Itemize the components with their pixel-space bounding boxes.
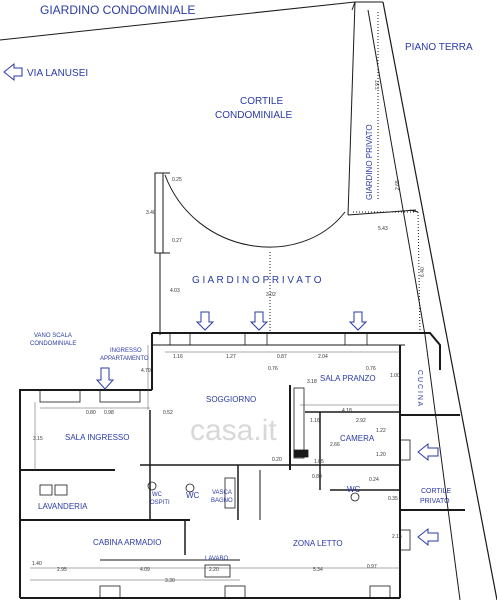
label-wc-2: WC <box>347 485 361 494</box>
dimension-label: 7.97 <box>375 80 381 90</box>
dimension-label: 1.22 <box>376 428 386 434</box>
dimension-label: 1.05 <box>314 459 324 465</box>
dimension-label: 1.16 <box>173 354 183 360</box>
dimension-label: 0.25 <box>172 177 182 183</box>
dimension-label: 0.52 <box>163 410 173 416</box>
label-dining: SALA PRANZO <box>320 374 376 383</box>
dimension-label: 4.79 <box>141 368 151 374</box>
label-entrance-2: APPARTAMENTO <box>100 356 149 362</box>
fixtures <box>39 387 360 578</box>
dimension-label: 4.18 <box>342 408 352 414</box>
dimension-label: 0.97 <box>367 564 377 570</box>
dimension-label: 2.04 <box>318 354 328 360</box>
label-living: SOGGIORNO <box>206 395 256 404</box>
label-kitchen: C U C I N A <box>416 370 423 407</box>
dimension-label: 2.66 <box>330 442 340 448</box>
dimension-label: 0.20 <box>272 457 282 463</box>
label-bathtub-1: VASCA <box>212 490 232 496</box>
dimension-label: 1.40 <box>32 561 42 567</box>
watermark: casa.it <box>190 414 277 447</box>
dimension-label: 2.20 <box>209 567 219 573</box>
dimension-label: 2.92 <box>356 418 366 424</box>
dimension-label: 0.80 <box>86 410 96 416</box>
dimension-label: 2.95 <box>57 567 67 573</box>
dimension-labels: 7.97 2.65 5.43 6.40 0.25 3.40 0.27 4.03 … <box>32 80 426 584</box>
label-wc-guest-2: OSPITI <box>150 500 170 506</box>
dimension-label: 3.40 <box>146 210 156 216</box>
labels: GIARDINO CONDOMINIALE PIANO TERRA VIA LA… <box>27 3 473 562</box>
arrow-down-icon <box>249 311 269 331</box>
arrow-left-icon <box>417 442 439 462</box>
dimension-label: 4.03 <box>170 288 180 294</box>
label-bedroom: CAMERA <box>340 434 375 443</box>
dimension-label: 3.18 <box>307 379 317 385</box>
dimension-label: 3.15 <box>33 436 43 442</box>
dimension-label: 0.76 <box>366 366 376 372</box>
label-courtyard-1: CORTILE <box>240 96 283 107</box>
arrow-down-icon <box>95 367 115 390</box>
windows <box>39 332 411 599</box>
dimension-label: 6.40 <box>420 267 426 277</box>
arrow-left-icon <box>3 62 23 82</box>
label-walk-in-closet: CABINA ARMADIO <box>93 538 161 547</box>
dimension-label: 0.76 <box>268 366 278 372</box>
label-street: VIA LANUSEI <box>27 68 88 79</box>
dimension-label: 5.34 <box>313 567 323 573</box>
dimension-label: 1.16 <box>310 418 320 424</box>
label-ground-floor: PIANO TERRA <box>405 42 473 53</box>
label-sleeping-area: ZONA LETTO <box>293 539 343 548</box>
dimension-label: 0.27 <box>172 238 182 244</box>
dimension-label: 0.98 <box>104 410 114 416</box>
label-sink: LAVABO <box>205 556 228 562</box>
dimension-label: 0.24 <box>369 477 379 483</box>
arrow-left-icon <box>417 527 439 547</box>
label-courtyard-private-1: CORTILE <box>421 488 452 495</box>
label-courtyard-private-2: PRIVATO <box>420 498 450 505</box>
dimension-label: 2.14 <box>392 534 402 540</box>
arrow-down-icon <box>348 311 368 331</box>
label-entry-hall: SALA INGRESSO <box>65 433 129 442</box>
label-stairwell-2: CONDOMINIALE <box>30 341 76 347</box>
label-wc: WC <box>186 491 200 500</box>
dimension-label: 1.20 <box>376 452 386 458</box>
dimension-label: 2.65 <box>395 180 401 190</box>
dimension-label: 5.43 <box>378 226 388 232</box>
dimension-label: 1.00 <box>390 373 400 379</box>
dimension-label: 0.35 <box>388 496 398 502</box>
arrow-down-icon <box>195 311 215 331</box>
dimension-label: 1.27 <box>226 354 236 360</box>
label-laundry: LAVANDERIA <box>38 502 88 511</box>
label-garden-private: G I A R D I N O P R I V A T O <box>192 275 322 286</box>
label-entrance-1: INGRESSO <box>110 348 142 354</box>
dimension-lines <box>30 345 400 581</box>
dimension-label: 3.02 <box>266 292 276 298</box>
label-wc-guest-1: WC <box>152 492 163 498</box>
label-stairwell-1: VANO SCALA <box>34 333 72 339</box>
label-garden-common: GIARDINO CONDOMINIALE <box>40 3 195 17</box>
dimension-label: 3.30 <box>165 578 175 584</box>
dimension-label: 0.80 <box>312 474 322 480</box>
walls <box>19 332 465 599</box>
label-bathtub-2: BAGNO <box>211 498 233 504</box>
courtyard-arc <box>164 174 346 248</box>
label-courtyard-2: CONDOMINIALE <box>215 110 293 121</box>
dimension-label: 4.09 <box>140 567 150 573</box>
garden-posts <box>154 12 421 336</box>
dimension-label: 0.87 <box>277 354 287 360</box>
label-garden-private-vertical: GIARDINO PRIVATO <box>365 124 374 200</box>
entrance-arrows <box>3 62 439 547</box>
